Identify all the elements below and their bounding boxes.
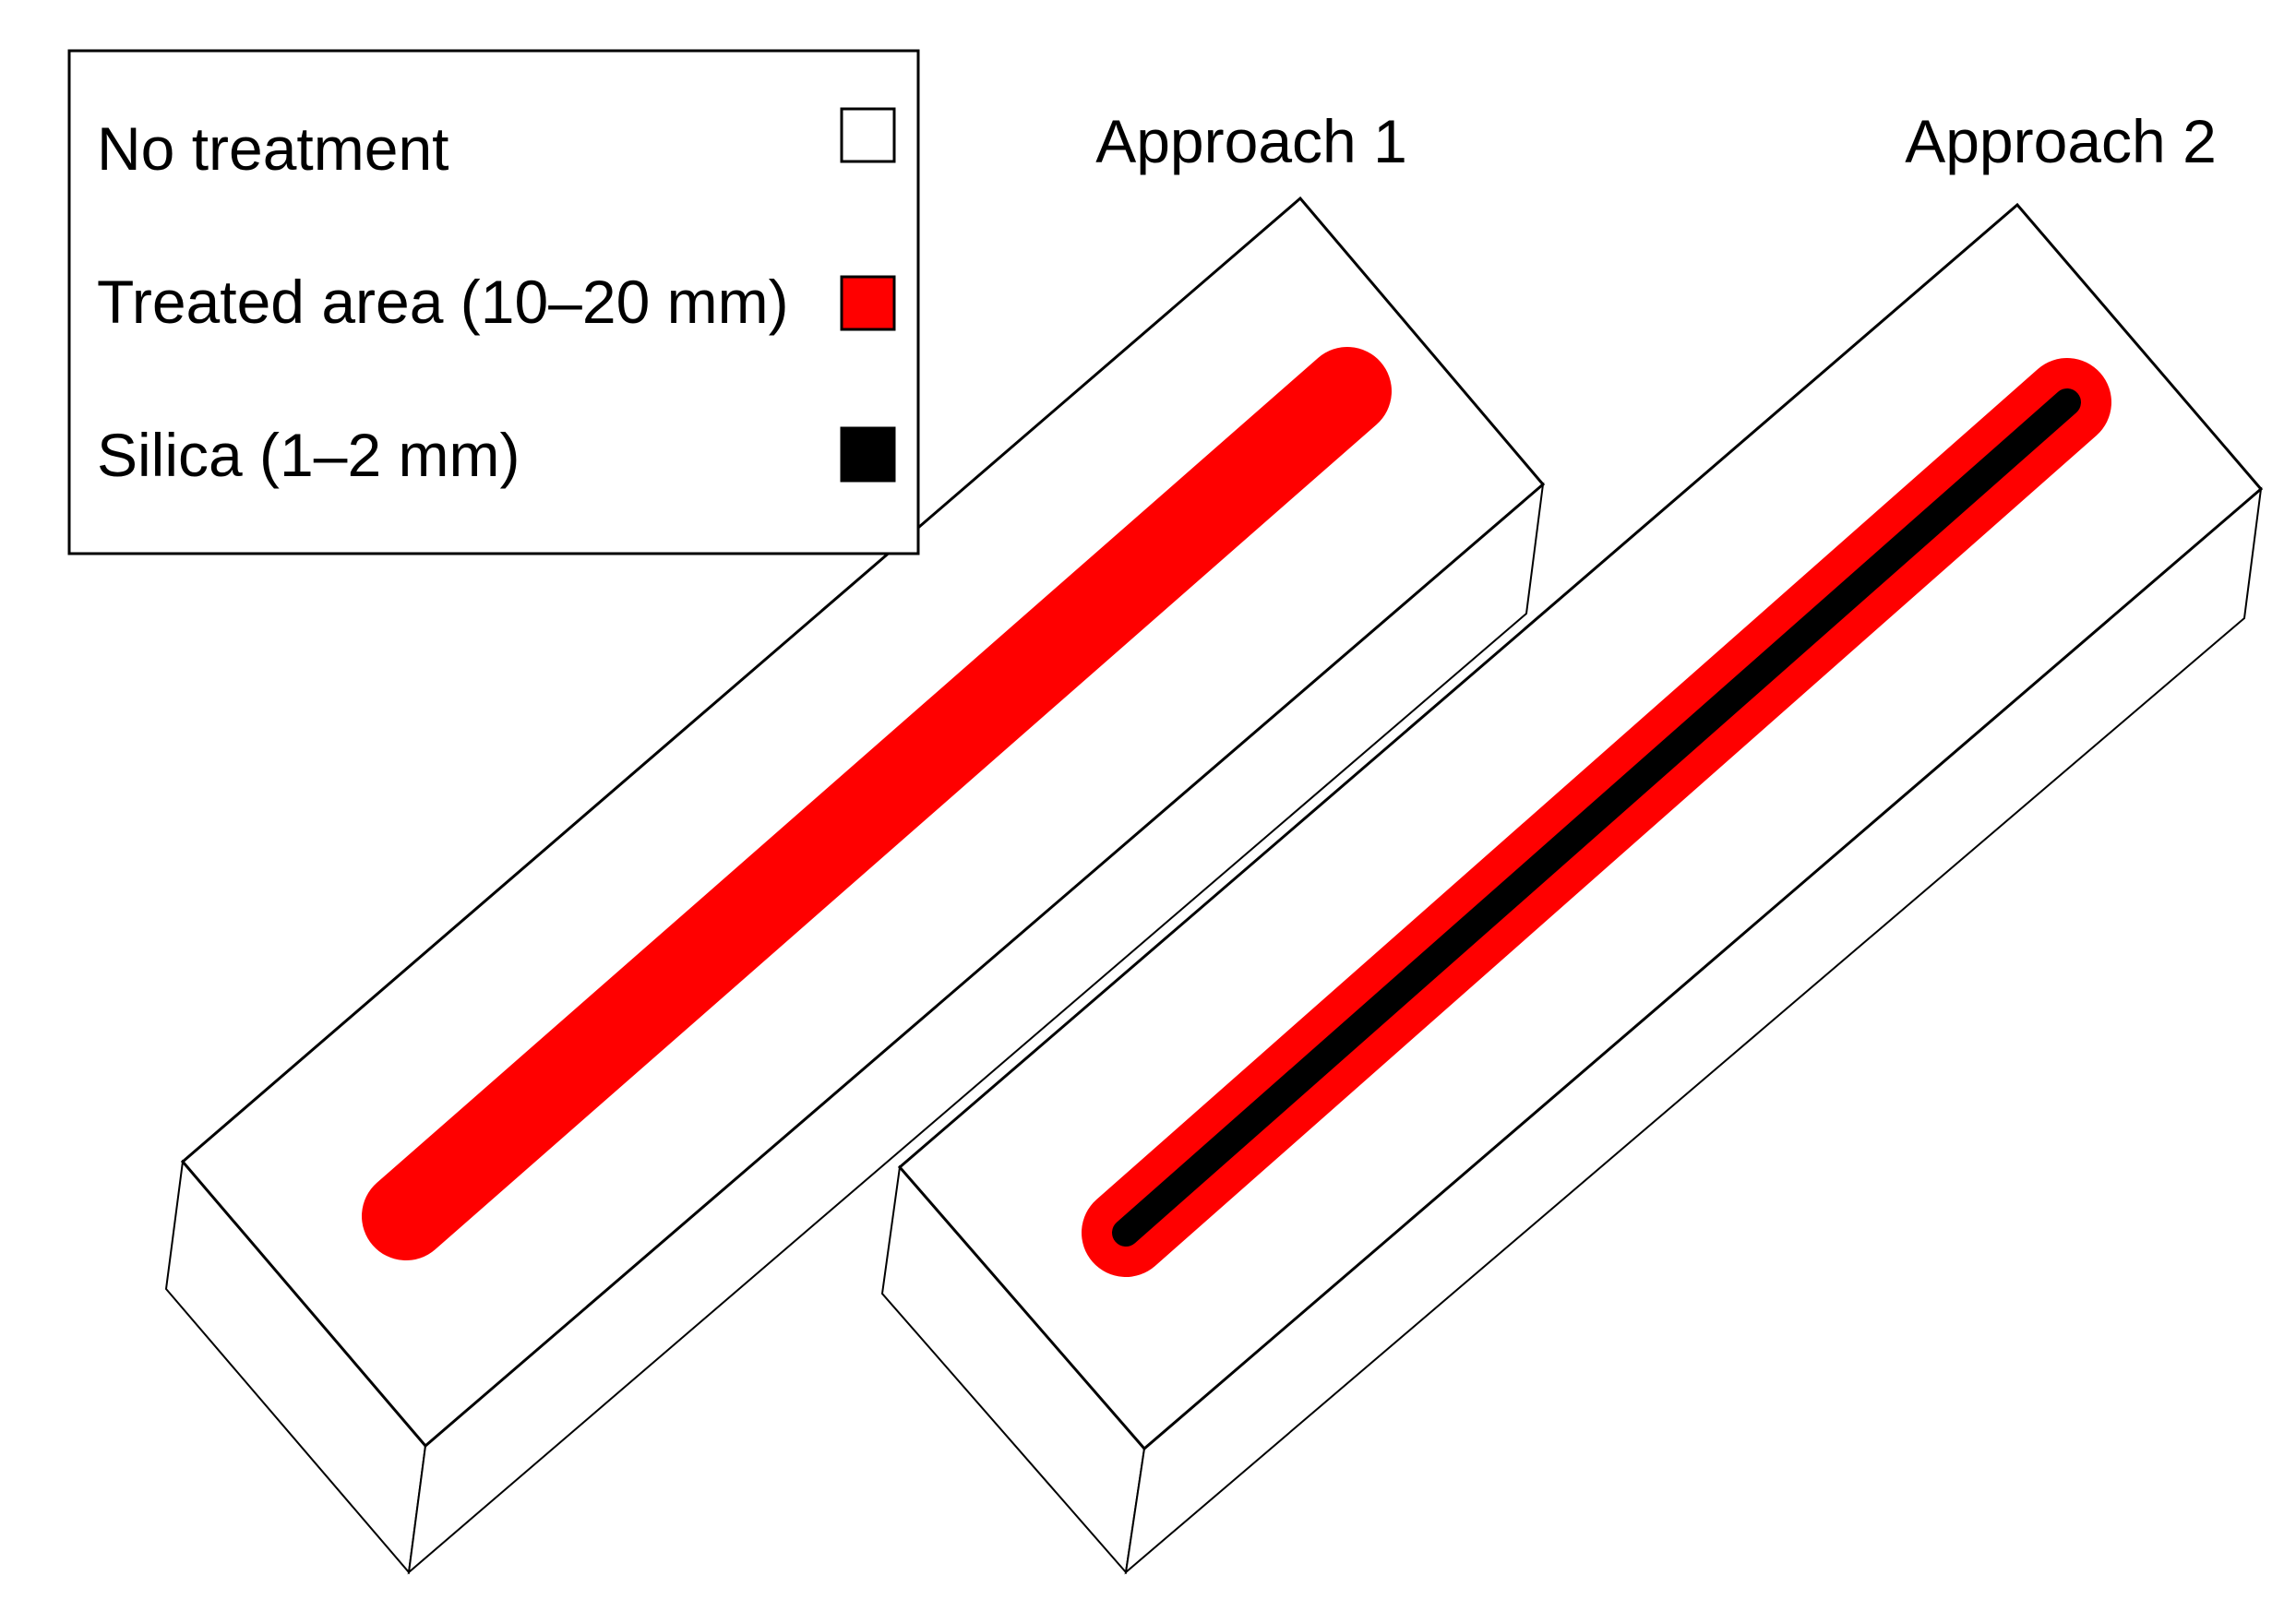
legend-label-no-treatment: No treatment	[97, 114, 449, 183]
legend-swatch-treated-area	[840, 275, 896, 331]
block-approach-2	[880, 202, 2264, 1575]
legend: No treatment Treated area (10–20 mm) Sil…	[67, 49, 920, 555]
approach-2-label: Approach 2	[1905, 107, 2217, 175]
legend-box	[67, 49, 920, 555]
legend-swatch-silica	[840, 426, 896, 483]
block-2-silica-core	[1112, 388, 2081, 1247]
block-approach-1	[164, 196, 1546, 1575]
block-1-treated-stripe	[362, 347, 1392, 1260]
legend-label-silica: Silica (1–2 mm)	[97, 421, 520, 489]
legend-label-treated-area: Treated area (10–20 mm)	[97, 268, 789, 336]
approach-1-label: Approach 1	[1095, 107, 1407, 175]
legend-swatch-no-treatment	[840, 107, 896, 163]
